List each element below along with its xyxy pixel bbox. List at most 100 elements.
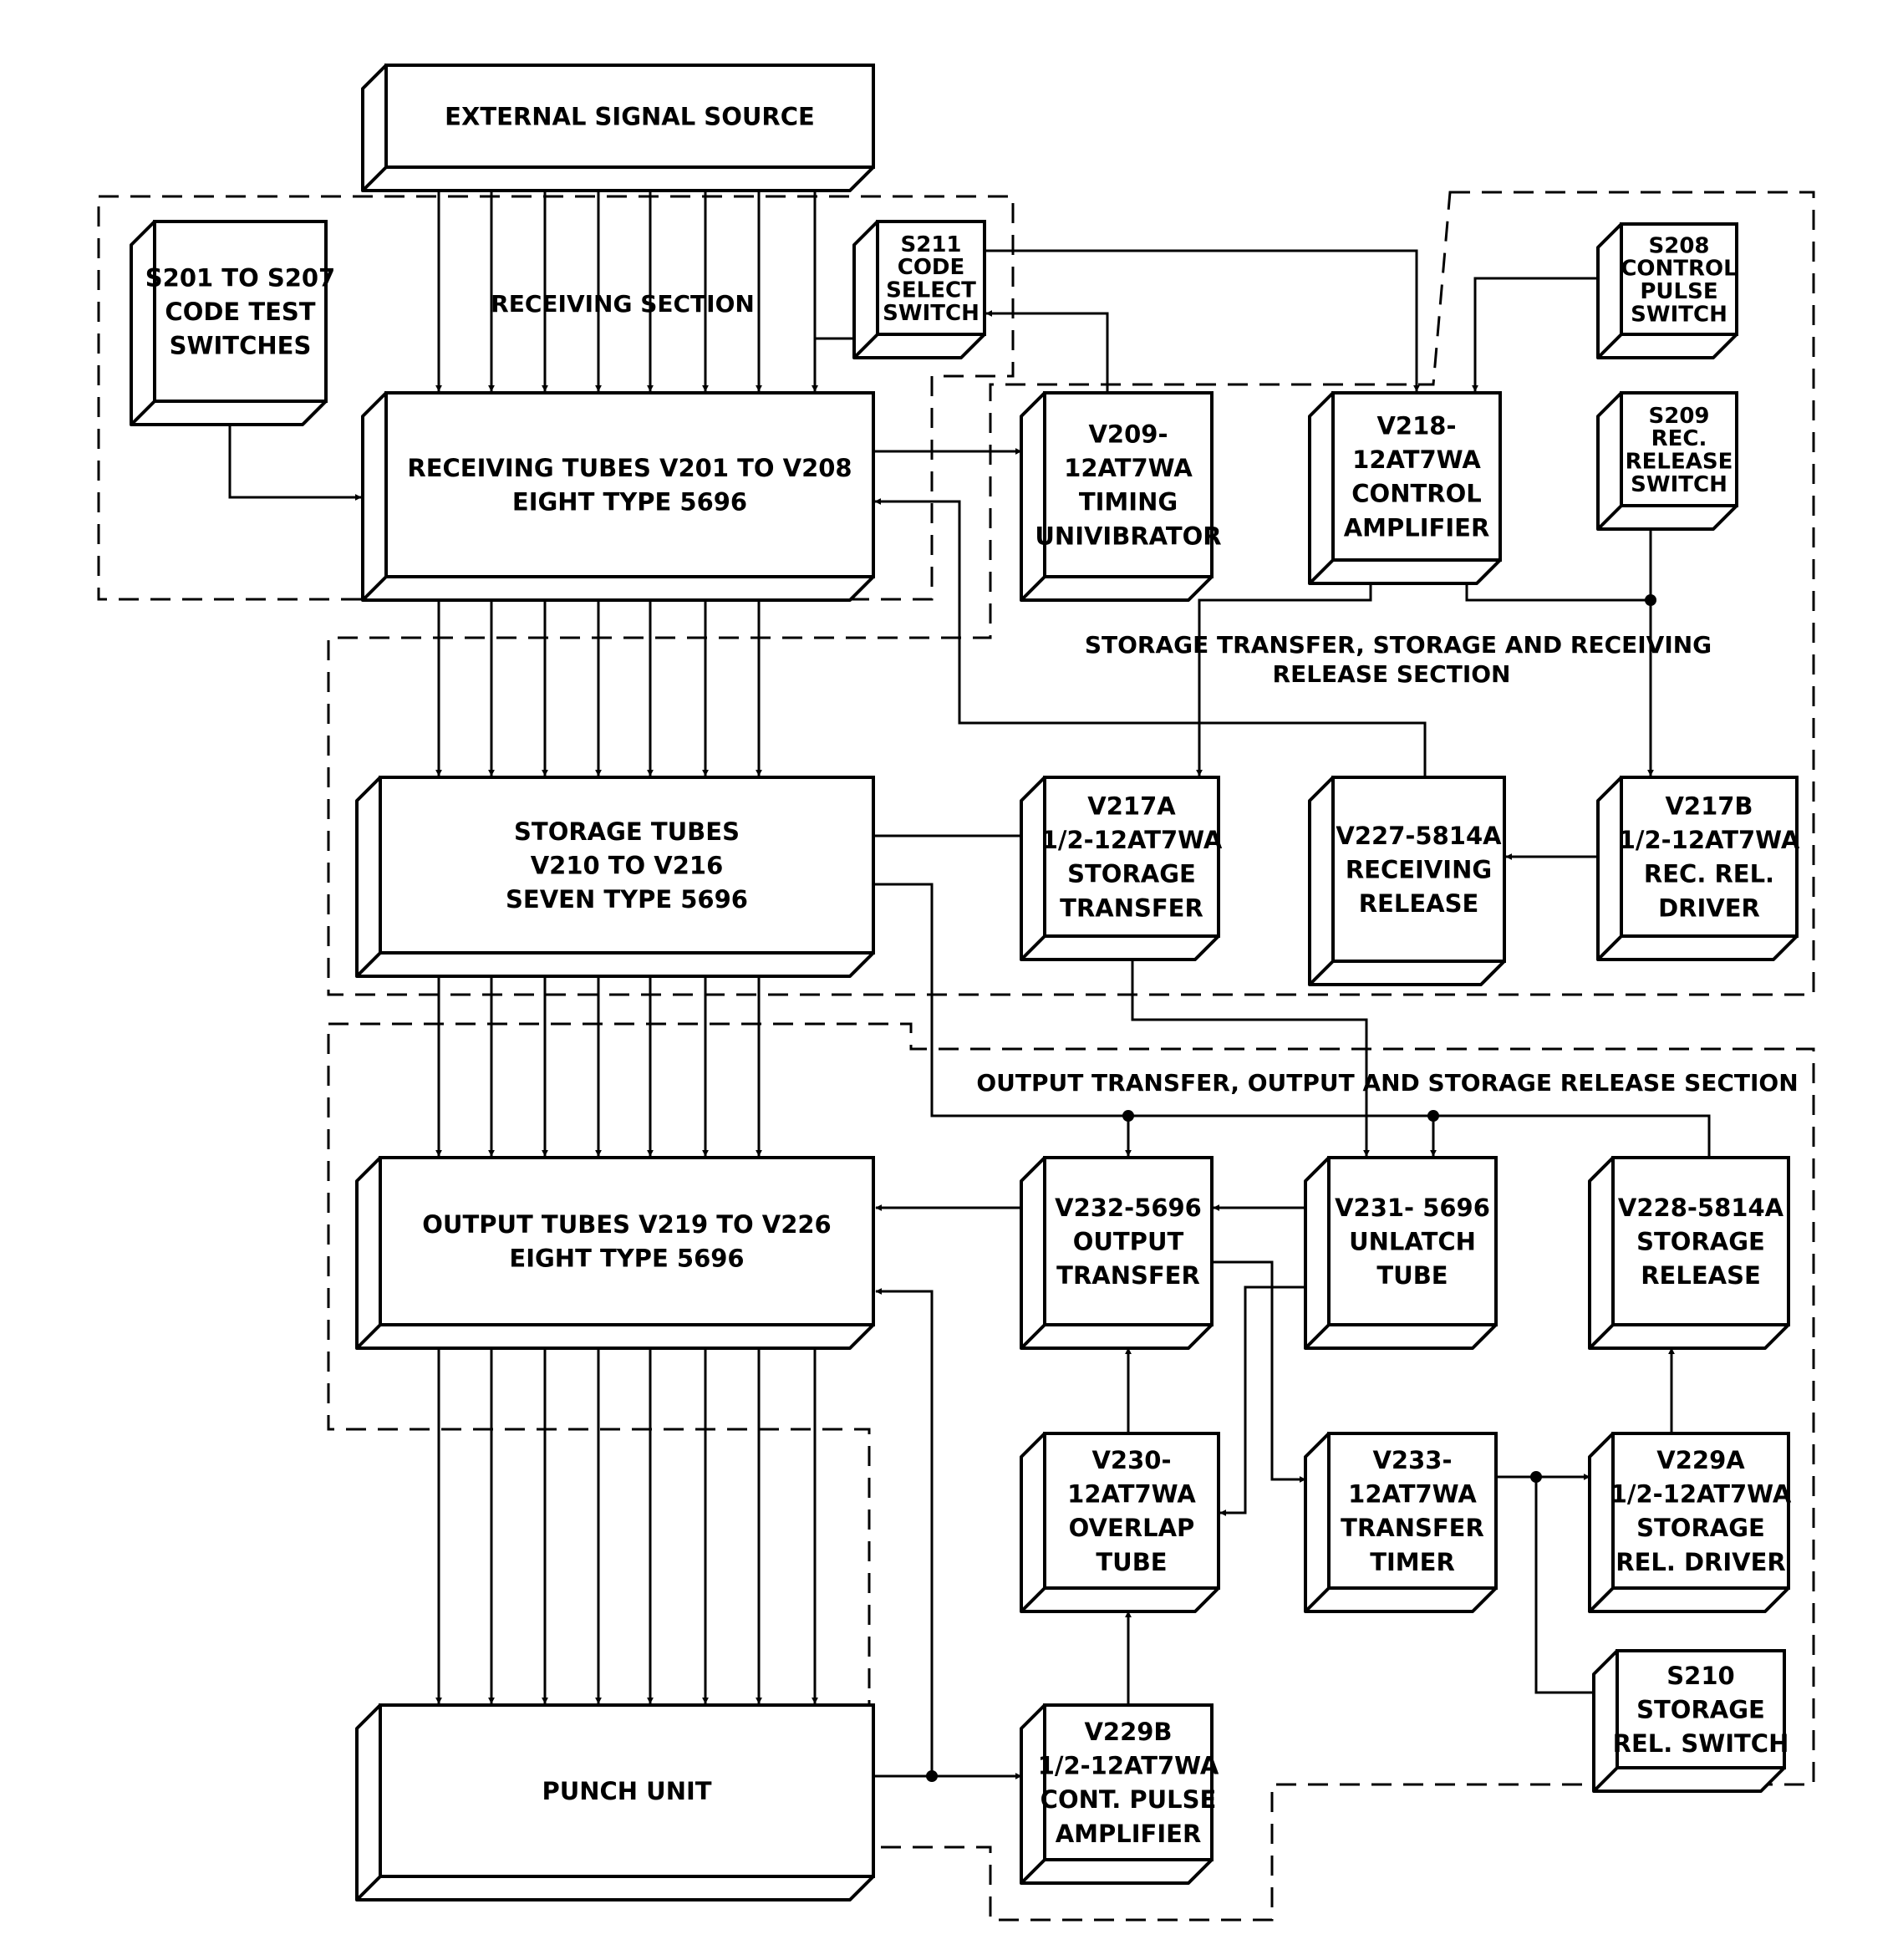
block-edge [1596, 934, 1623, 961]
block-label-line: V217A [1087, 792, 1176, 821]
block-label-line: REL. SWITCH [1613, 1729, 1789, 1758]
block-label-line: S208 [1649, 233, 1710, 258]
block-label-line: S201 TO S207 [145, 263, 335, 292]
signal-line [1534, 1477, 1596, 1694]
block-edge [355, 951, 382, 978]
block-edge [1596, 333, 1623, 359]
block-label-line: V232-5696 [1055, 1194, 1202, 1222]
block-label-line: STORAGE TUBES [514, 817, 740, 846]
block-label-line: V209- [1088, 420, 1168, 449]
block-label-line: RELEASE [1641, 1261, 1761, 1290]
block-edge [361, 165, 388, 192]
block-label-line: S210 [1666, 1662, 1734, 1690]
signal-line [1465, 577, 1651, 602]
signal-line [1196, 577, 1372, 776]
block-label-line: V227-5814A [1336, 822, 1502, 850]
receiving-release-block: V227-5814A RECEIVING RELEASE [1308, 776, 1506, 986]
block-label-line: SWITCH [1631, 472, 1727, 497]
block-front-face [876, 220, 986, 336]
block-label-line: PULSE [1640, 279, 1717, 304]
block-label-line: RECEIVING [1346, 855, 1492, 883]
block-front-face [153, 220, 328, 403]
block-front-face [1616, 1649, 1786, 1769]
block-label-line: UNIVIBRATOR [1035, 522, 1221, 550]
block-label-line: STORAGE [1636, 1227, 1765, 1255]
block-label-line: V217B [1665, 792, 1753, 821]
block-label-line: 1/2-12AT7WA [1041, 826, 1223, 854]
block-label-line: CONT. PULSE [1041, 1785, 1217, 1814]
signal-line [1131, 960, 1370, 1157]
block-edge [1304, 1586, 1331, 1613]
block-edge [1308, 960, 1335, 986]
block-edge [1592, 1766, 1619, 1793]
external-signal-source-block: EXTERNAL SIGNAL SOURCE [361, 64, 875, 192]
storage-section-label-line2: RELEASE SECTION [1273, 660, 1511, 688]
block-label-line: OUTPUT TUBES V219 TO V226 [422, 1210, 831, 1239]
block-front-face [1327, 1156, 1498, 1326]
block-label-line: TIMER [1370, 1548, 1455, 1576]
block-label-line: REC. REL. [1644, 860, 1774, 888]
block-front-face [1043, 1432, 1220, 1590]
block-label-line: V230- [1091, 1446, 1171, 1474]
block-label-line: SWITCH [883, 301, 979, 326]
output-section-label: OUTPUT TRANSFER, OUTPUT AND STORAGE RELE… [976, 1069, 1798, 1097]
block-front-face [379, 1156, 875, 1326]
block-label-line: REC. [1651, 426, 1707, 451]
section-outlines [97, 191, 1815, 1922]
signal-line [1212, 1260, 1306, 1483]
block-label-line: TUBE [1376, 1261, 1448, 1290]
block-label-line: SWITCHES [170, 332, 312, 360]
block-edge [130, 400, 156, 426]
block-label-line: SEVEN TYPE 5696 [506, 885, 748, 914]
block-label-line: V233- [1372, 1446, 1452, 1474]
output-section-outline [327, 1022, 1815, 1922]
block-label-line: STORAGE [1636, 1695, 1765, 1723]
block-label-line: 12AT7WA [1352, 445, 1481, 474]
block-label-line: 1/2-12AT7WA [1038, 1752, 1219, 1780]
signal-line [875, 1288, 934, 1776]
block-label-line: OVERLAP [1069, 1514, 1195, 1542]
block-label-line: RELEASE [1359, 889, 1479, 918]
block-label-line: RELEASE [1626, 450, 1733, 475]
block-front-face [1331, 776, 1506, 963]
block-front-face [1043, 1703, 1214, 1861]
block-label-line: OUTPUT [1073, 1227, 1184, 1255]
signal-line [986, 249, 1420, 392]
block-front-face [1620, 776, 1799, 938]
block-front-face [379, 776, 875, 955]
block-label-line: CODE [898, 255, 965, 280]
block-label-line: 12AT7WA [1067, 1480, 1196, 1509]
block-label-line: 12AT7WA [1064, 454, 1193, 482]
block-front-face [1620, 391, 1738, 507]
signal-line [812, 337, 854, 392]
block-label-line: AMPLIFIER [1344, 513, 1490, 542]
block-label-line: EIGHT TYPE 5696 [509, 1245, 744, 1273]
block-label-line: V218- [1376, 412, 1456, 440]
block-label-line: 12AT7WA [1348, 1480, 1477, 1509]
block-label-line: V210 TO V216 [531, 851, 724, 879]
block-label-line: EIGHT TYPE 5696 [512, 488, 747, 517]
block-label-line: V231- 5696 [1335, 1194, 1490, 1222]
block-edge [1308, 558, 1335, 585]
signal-line [228, 422, 362, 501]
block-front-face [1611, 1156, 1790, 1326]
block-edge [1020, 575, 1046, 602]
block-label-line: CONTROL [1621, 257, 1737, 282]
signal-line [874, 498, 1427, 777]
block-label-line: SWITCH [1631, 302, 1727, 327]
block-label-line: UNLATCH [1349, 1227, 1476, 1255]
block-edge [852, 333, 879, 359]
